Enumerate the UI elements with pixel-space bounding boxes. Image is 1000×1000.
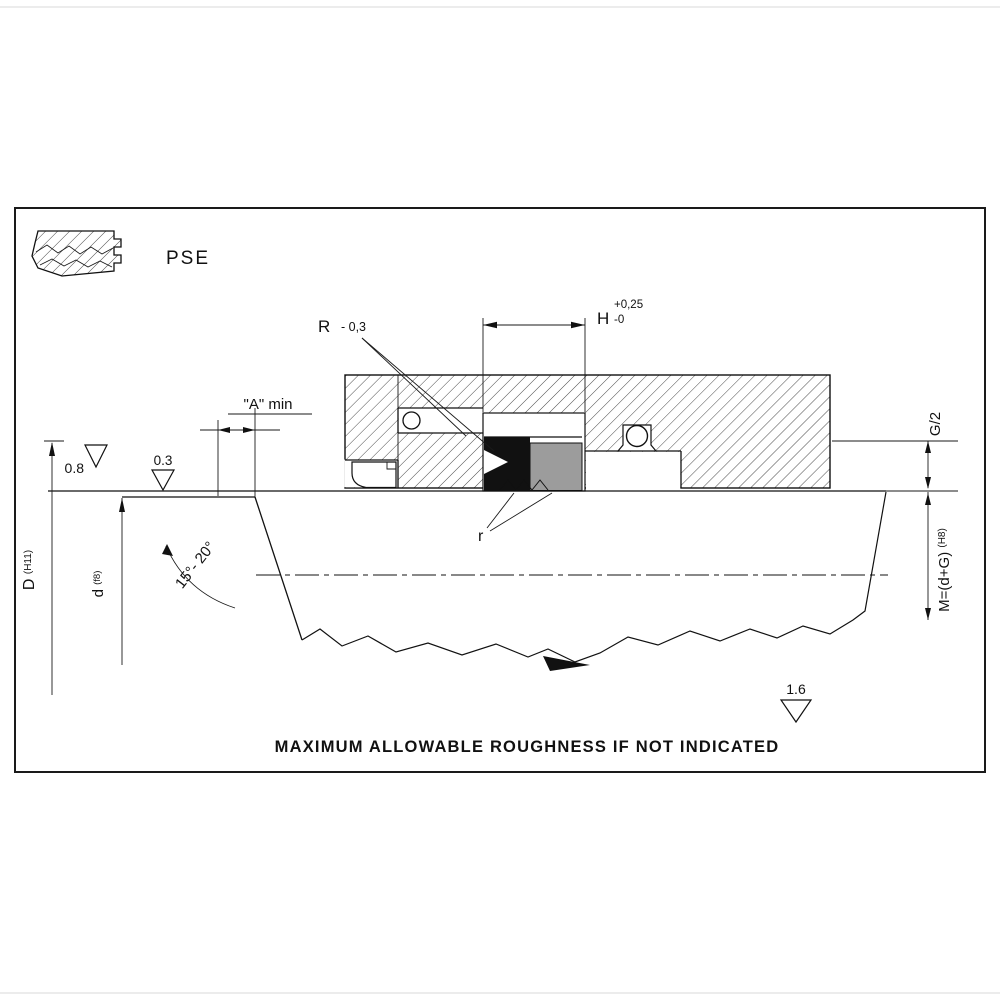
roughness-general-value: 1.6 — [786, 681, 806, 697]
roughness-triangle-icon — [779, 699, 813, 724]
dim-h-tol-lower: -0 — [614, 314, 624, 326]
lock-pin-section — [402, 411, 421, 430]
dim-a-label: "A" min — [244, 396, 293, 413]
roughness-seal-value: 0.8 — [65, 460, 85, 476]
svg-text:M=(d+G) (H8): M=(d+G) (H8) — [936, 528, 953, 612]
roughness-rod-surface: 0.3 — [150, 453, 176, 492]
dim-d-small-symbol: d — [90, 589, 107, 597]
dim-g2-label: G/2 — [927, 412, 944, 436]
roughness-triangle-icon — [84, 444, 108, 469]
dim-h-tol-upper: +0,25 — [614, 299, 643, 311]
dim-d-big-symbol: D — [21, 579, 38, 591]
dim-d-big-fit: (H11) — [23, 550, 34, 574]
seal-serration — [499, 479, 549, 491]
housing-section — [344, 374, 831, 492]
break-line — [301, 491, 887, 663]
dim-m-symbol: M=(d+G) — [936, 552, 953, 612]
o-ring-section — [625, 424, 649, 448]
retaining-element — [351, 461, 397, 489]
roughness-rod-value: 0.3 — [154, 453, 173, 468]
dim-groove-radius: R - 0,3 — [318, 317, 495, 452]
dim-r-tolerance: - 0,3 — [341, 320, 366, 334]
dim-rod-diameter: d (f8) — [90, 498, 125, 665]
roughness-seal-surface: 0.8 — [65, 444, 108, 476]
dim-groove-diameter: M=(d+G) (H8) — [925, 492, 953, 620]
roughness-triangle-icon — [150, 469, 176, 492]
dim-bore-diameter: D (H11) — [21, 440, 64, 695]
dim-d-small-fit: (f8) — [92, 571, 103, 585]
dim-m-fit: (H8) — [937, 528, 948, 547]
dim-r-symbol: R — [318, 317, 330, 336]
seal-type-icon — [31, 230, 122, 277]
dim-rsmall-label: r — [478, 528, 484, 545]
rod — [48, 490, 888, 671]
roughness-general: 1.6 — [779, 681, 813, 724]
svg-text:d (f8): d (f8) — [90, 571, 107, 598]
roughness-note: MAXIMUM ALLOWABLE ROUGHNESS IF NOT INDIC… — [275, 738, 780, 756]
dim-gap-half: G/2 — [832, 412, 958, 492]
seal-type-label: PSE — [166, 248, 210, 269]
dim-h-symbol: H — [597, 309, 609, 328]
rod-chamfer-line — [254, 496, 303, 641]
dim-groove-width: H +0,25 -0 — [482, 299, 643, 412]
seal-profile — [484, 436, 583, 491]
svg-text:D (H11): D (H11) — [21, 550, 38, 590]
dim-a-min: "A" min — [200, 396, 312, 497]
dim-corner-radius: r — [478, 492, 553, 545]
